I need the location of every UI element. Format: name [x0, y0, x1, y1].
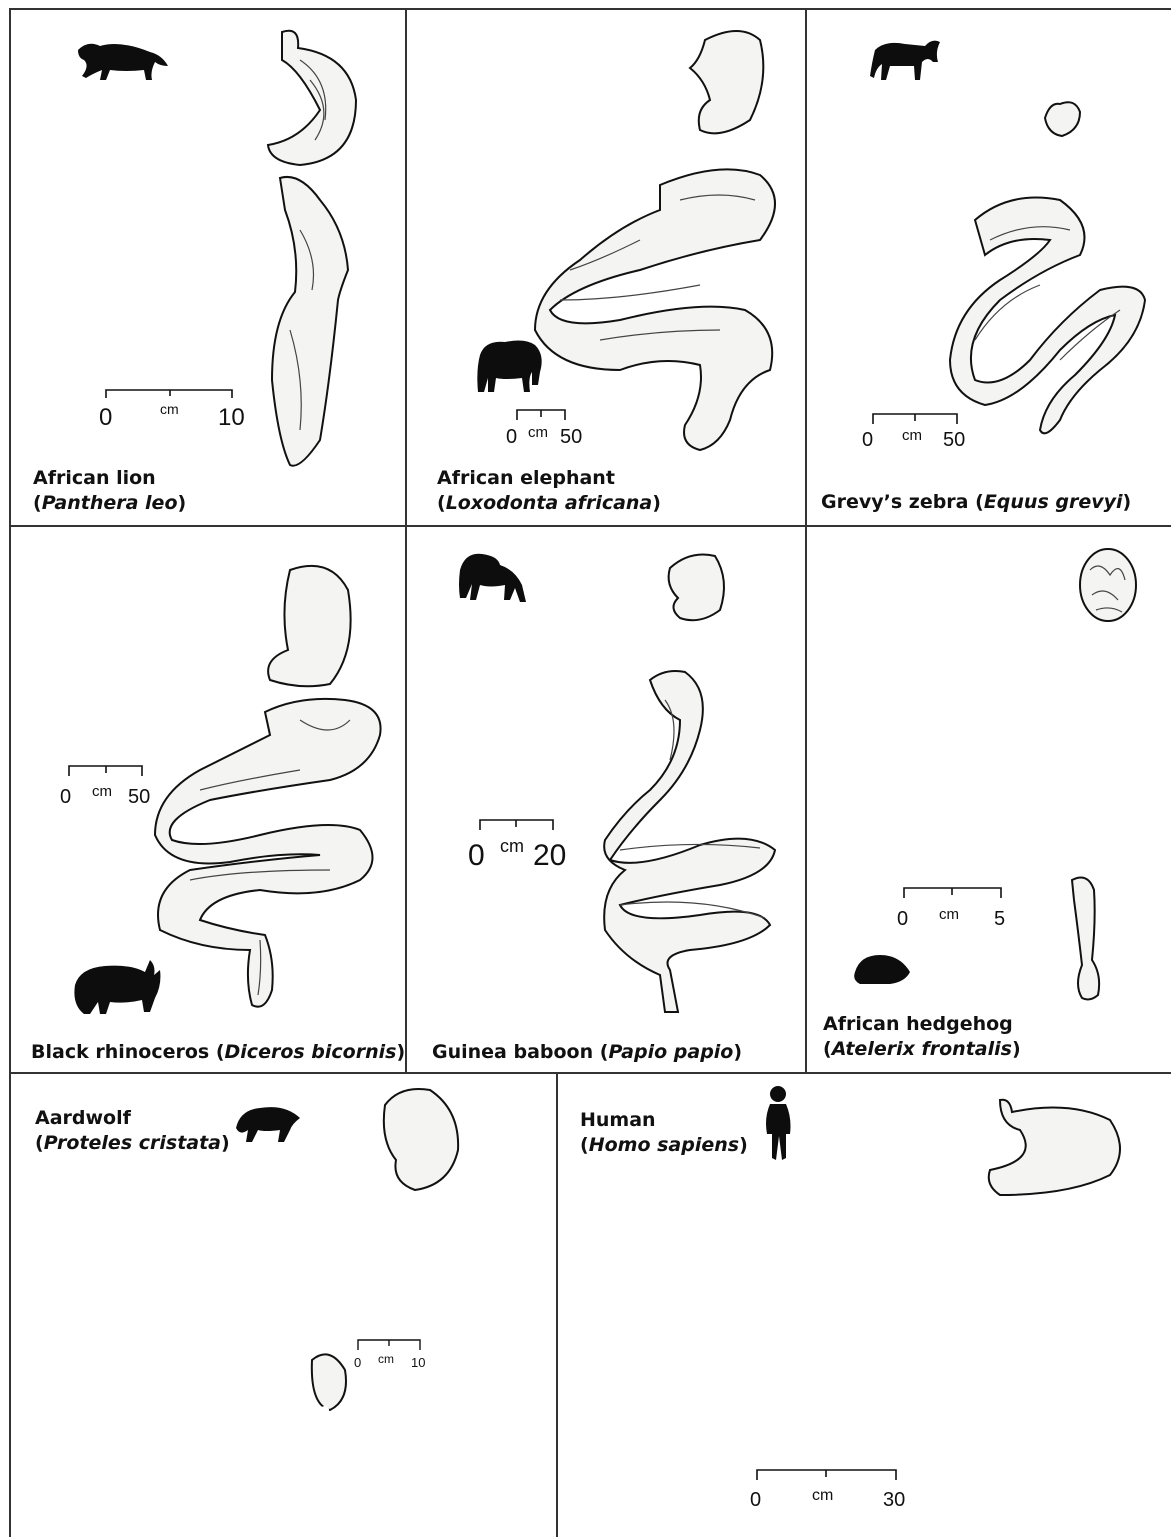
baboon-label: Guinea baboon (Papio papio) — [432, 1040, 742, 1065]
elephant-label: African elephant (Loxodonta africana) — [437, 466, 661, 516]
rhinoceros-silhouette-icon — [74, 960, 160, 1014]
rhino-scale-unit: cm — [92, 783, 112, 800]
hedgehog-large-intestine — [1072, 878, 1099, 1000]
elephant-digestive-tract — [493, 31, 776, 450]
zebra-label: Grevy’s zebra (Equus grevyi) — [821, 490, 1131, 515]
lion-stomach — [268, 31, 356, 165]
lion-silhouette-icon — [78, 44, 168, 80]
aardwolf-scale-max: 10 — [411, 1355, 425, 1370]
elephant-scale-unit: cm — [528, 424, 548, 441]
baboon-scientific-name: Papio papio — [608, 1041, 733, 1063]
hedgehog-scale-max: 5 — [994, 908, 1005, 930]
zebra-silhouette-icon — [870, 41, 940, 80]
lion-scale-min: 0 — [99, 404, 112, 431]
zebra-scientific-name: Equus grevyi — [984, 491, 1123, 513]
rhino-label: Black rhinoceros (Diceros bicornis) — [31, 1040, 405, 1065]
lion-label: African lion (Panthera leo) — [33, 466, 186, 516]
zebra-large-intestine — [950, 198, 1145, 434]
baboon-scale-unit: cm — [500, 836, 524, 856]
human-common-name: Human — [580, 1108, 748, 1133]
rhino-scale-min: 0 — [60, 786, 71, 808]
human-scale-unit: cm — [812, 1487, 833, 1504]
human-scale-max: 30 — [883, 1489, 905, 1511]
aardwolf-cecum — [312, 1354, 346, 1410]
aardwolf-silhouette-icon — [236, 1107, 300, 1142]
hedgehog-stomach — [1080, 549, 1136, 621]
aardwolf-scale-min: 0 — [354, 1355, 361, 1370]
hedgehog-scientific-name: Atelerix frontalis — [832, 1038, 1012, 1060]
hedgehog-common-name: African hedgehog — [823, 1012, 1021, 1037]
lion-common-name: African lion — [33, 466, 186, 491]
hedgehog-label: African hedgehog (Atelerix frontalis) — [823, 1012, 1021, 1062]
rhino-large-intestine — [155, 699, 381, 1007]
zebra-scale-max: 50 — [943, 429, 965, 451]
hedgehog-digestive-tract — [893, 549, 1137, 999]
aardwolf-scale-unit: cm — [378, 1352, 394, 1366]
elephant-scientific-name: Loxodonta africana — [446, 492, 653, 514]
baboon-digestive-tract — [465, 555, 775, 1013]
zebra-stomach — [1045, 102, 1080, 136]
human-digestive-tract — [753, 1100, 1121, 1490]
baboon-scale-max: 20 — [533, 839, 566, 872]
elephant-scale-bar: 0 cm 50 — [506, 410, 582, 448]
rhino-scale-bar: 0 cm 50 — [60, 766, 150, 808]
baboon-silhouette-icon — [459, 554, 526, 602]
rhino-common-name: Black rhinoceros — [31, 1041, 209, 1063]
lion-digestive-tract — [98, 31, 357, 466]
aardwolf-digestive-tract — [244, 1089, 458, 1510]
aardwolf-common-name: Aardwolf — [35, 1106, 230, 1131]
human-scale-min: 0 — [750, 1489, 761, 1511]
lion-scale-max: 10 — [218, 404, 245, 431]
rhino-stomach — [268, 566, 351, 686]
lion-scientific-name: Panthera leo — [42, 492, 178, 514]
aardwolf-scale-bar: 0 cm 10 — [354, 1340, 425, 1370]
elephant-silhouette-icon — [477, 341, 541, 392]
zebra-digestive-tract — [865, 102, 1145, 433]
zebra-scale-min: 0 — [862, 429, 873, 451]
lion-scale-bar: 0 cm 10 — [99, 390, 245, 431]
elephant-common-name: African elephant — [437, 466, 661, 491]
baboon-large-intestine — [604, 671, 775, 1012]
human-stomach — [989, 1100, 1120, 1195]
zebra-scale-unit: cm — [902, 427, 922, 444]
baboon-scale-bar: 0 cm 20 — [468, 820, 566, 872]
rhino-scientific-name: Diceros bicornis — [225, 1041, 397, 1063]
elephant-scale-min: 0 — [506, 426, 517, 448]
lion-large-intestine — [272, 177, 348, 466]
human-label: Human (Homo sapiens) — [580, 1108, 748, 1158]
human-scientific-name: Homo sapiens — [589, 1134, 739, 1156]
hedgehog-scale-bar: 0 cm 5 — [897, 888, 1005, 930]
aardwolf-label: Aardwolf (Proteles cristata) — [35, 1106, 230, 1156]
zebra-common-name: Grevy’s zebra — [821, 491, 969, 513]
aardwolf-stomach — [384, 1089, 458, 1190]
lion-scale-unit: cm — [160, 401, 179, 417]
hedgehog-scale-unit: cm — [939, 906, 959, 923]
baboon-common-name: Guinea baboon — [432, 1041, 593, 1063]
rhino-scale-max: 50 — [128, 786, 150, 808]
hedgehog-silhouette-icon — [854, 955, 910, 984]
zebra-scale-bar: 0 cm 50 — [862, 414, 965, 451]
baboon-stomach — [669, 555, 724, 621]
human-silhouette-icon — [766, 1086, 791, 1160]
aardwolf-scientific-name: Proteles cristata — [44, 1132, 221, 1154]
hedgehog-scale-min: 0 — [897, 908, 908, 930]
human-large-intestine — [915, 1244, 1083, 1470]
baboon-scale-min: 0 — [468, 839, 485, 872]
elephant-scale-max: 50 — [560, 426, 582, 448]
elephant-stomach — [690, 31, 763, 133]
